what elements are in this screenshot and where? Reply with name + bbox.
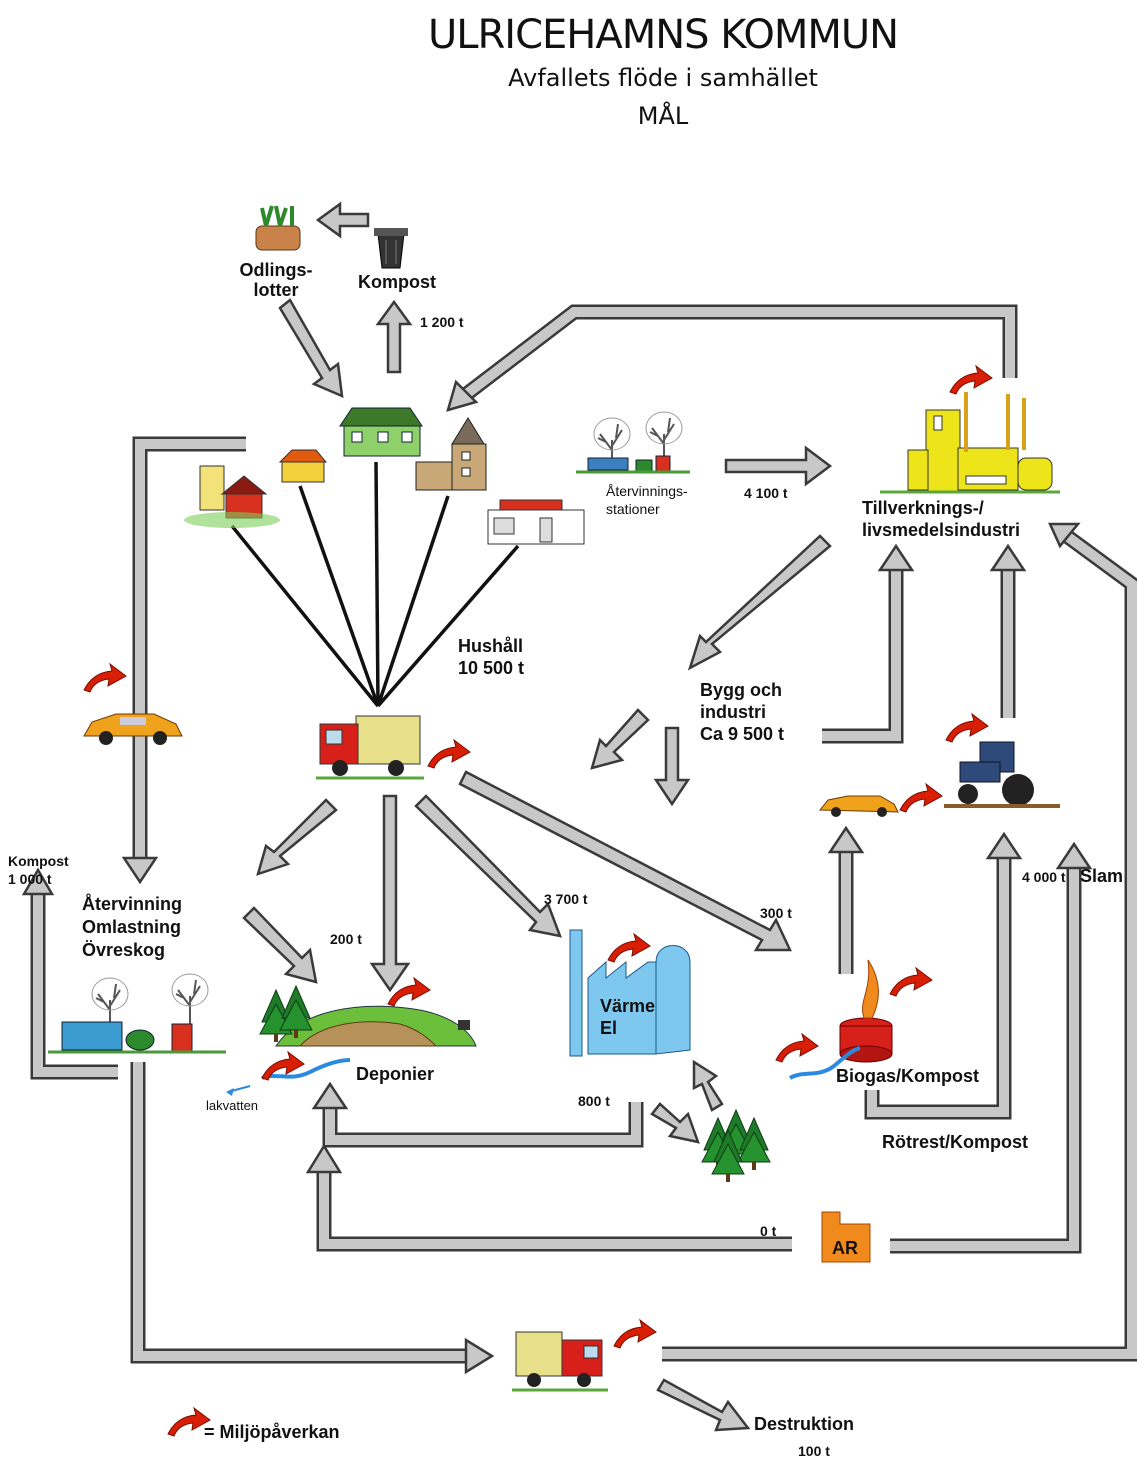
- destruction-truck-icon: [512, 1331, 608, 1392]
- landfill-icon: [259, 985, 477, 1047]
- pipe-bottom-right: [662, 522, 1137, 1362]
- legend-label: = Miljöpåverkan: [204, 1422, 340, 1442]
- arrow-forest-to-varme: [692, 1059, 724, 1112]
- label-slam: Slam: [1080, 866, 1123, 886]
- pipe-industry-to-households: [446, 304, 1018, 412]
- label-rotrest: Rötrest/Kompost: [882, 1132, 1028, 1152]
- flow-ar-t: 0 t: [760, 1223, 777, 1239]
- label-atervinning-1: Återvinning: [82, 894, 182, 914]
- garbage-truck-icon: [316, 715, 424, 780]
- impact-arrow-car-right: [899, 783, 943, 813]
- flow-stationer-t: 4 100 t: [744, 485, 788, 501]
- label-kompost-left-1: Kompost: [8, 853, 69, 869]
- label-stationer-1: Återvinnings-: [606, 483, 688, 499]
- leachate-stream: [226, 1058, 351, 1096]
- arrow-households-to-kompost: [375, 299, 413, 374]
- forest-icon: [701, 1109, 771, 1183]
- factory-icon: [880, 392, 1060, 494]
- pipe-bottom-left: [130, 1062, 495, 1375]
- arrow-stationer-to-industry: [724, 445, 833, 487]
- arrow-atervinning-to-deponi: [242, 906, 318, 984]
- biogas-reactor-icon: [839, 959, 893, 1063]
- page-subtitle: Avfallets flöde i samhället: [508, 64, 818, 92]
- apartment-and-red-house-icon: [184, 465, 280, 528]
- impact-arrow-tractor: [945, 713, 989, 743]
- label-kompost: Kompost: [358, 272, 436, 292]
- arrow-truck-to-biogas: [458, 770, 792, 952]
- pipe-ar-slam: [890, 841, 1093, 1254]
- impact-arrow-truck: [427, 739, 471, 769]
- impact-arrow-car-left: [83, 663, 127, 693]
- page-subtitle-goal: MÅL: [638, 101, 689, 130]
- arrow-truck-to-deponi: [369, 794, 411, 993]
- recycling-center-icon: [48, 973, 226, 1054]
- impact-arrow-bottom-truck: [613, 1319, 657, 1349]
- car-left-icon: [83, 713, 183, 745]
- impact-arrow-factory: [949, 365, 993, 395]
- label-destruktion-t: 100 t: [798, 1443, 830, 1459]
- label-varme-2: El: [600, 1018, 617, 1038]
- label-odlingslotter-1: Odlings-: [240, 260, 313, 280]
- ar-box: [821, 1211, 871, 1263]
- pipe-bygg-to-industry: [822, 543, 915, 744]
- power-plant-icon: [569, 929, 691, 1057]
- label-deponier: Deponier: [356, 1064, 434, 1084]
- label-hushall-2: 10 500 t: [458, 658, 524, 678]
- arrow-kompost-to-odlingslotter: [315, 201, 370, 239]
- pipe-aska-to-deponi: [311, 1081, 644, 1148]
- flow-biogas-t: 300 t: [760, 905, 792, 921]
- arrow-truck-to-atervinning: [256, 798, 338, 876]
- label-odlingslotter-2: lotter: [254, 280, 299, 300]
- garden-plot-icon: [255, 205, 301, 251]
- pipe-left-kompost: [21, 867, 118, 1080]
- pipe-ar-to-deponi: [305, 1143, 792, 1252]
- house-green-icon: [339, 407, 423, 457]
- impact-arrow-biogas: [889, 967, 933, 997]
- label-varme-1: Värme: [600, 996, 655, 1016]
- compost-bin-icon: [374, 228, 408, 269]
- flow-aska-t: 800 t: [578, 1093, 610, 1109]
- house-tall-brown-icon: [415, 417, 487, 491]
- arrow-aska-to-forest: [650, 1102, 700, 1144]
- recycling-station-icon: [576, 411, 690, 474]
- arrow-bygg-down: [653, 726, 691, 807]
- arrow-truck-to-varme: [414, 794, 562, 938]
- flow-kompost-t: 1 200 t: [420, 314, 464, 330]
- label-tillverkning-2: livsmedelsindustri: [862, 520, 1020, 540]
- tractor-icon: [944, 741, 1060, 808]
- pipe-tractor-to-industry: [989, 543, 1027, 718]
- arrow-bygg-down-left: [590, 708, 650, 770]
- label-bygg-1: Bygg och: [700, 680, 782, 700]
- label-biogas: Biogas/Kompost: [836, 1066, 979, 1086]
- impact-arrow-biogas-stream: [775, 1033, 819, 1063]
- arrow-truck-to-destruktion: [656, 1378, 751, 1432]
- impact-arrow-power-plant: [607, 933, 651, 963]
- shop-icon: [487, 499, 585, 545]
- label-tillverkning-1: Tillverknings-/: [862, 498, 984, 518]
- house-yellow-small-icon: [278, 449, 328, 483]
- arrow-industry-to-bygg: [687, 534, 832, 671]
- label-ar: AR: [832, 1238, 858, 1258]
- biogas-stream: [789, 1046, 861, 1080]
- label-destruktion: Destruktion: [754, 1414, 854, 1434]
- label-bygg-2: industri: [700, 702, 766, 722]
- flow-varme-t: 3 700 t: [544, 891, 588, 907]
- pipe-rotrest: [864, 831, 1023, 1120]
- page-title: ULRICEHAMNS KOMMUN: [428, 12, 898, 58]
- label-stationer-2: stationer: [606, 501, 660, 517]
- label-kompost-left-2: 1 000 t: [8, 871, 52, 887]
- label-lakvatten: lakvatten: [206, 1098, 258, 1113]
- car-right-icon: [818, 795, 899, 817]
- label-hushall-1: Hushåll: [458, 636, 523, 656]
- label-bygg-3: Ca 9 500 t: [700, 724, 784, 744]
- household-collection-spokes: [230, 461, 520, 708]
- flow-slam-t: 4 000 t: [1022, 869, 1066, 885]
- label-atervinning-2: Omlastning: [82, 917, 181, 937]
- arrow-odlingslotter-to-households: [278, 298, 344, 399]
- flow-deponi-t: 200 t: [330, 931, 362, 947]
- label-atervinning-3: Övreskog: [82, 940, 165, 960]
- pipe-biogas-to-car: [827, 825, 865, 974]
